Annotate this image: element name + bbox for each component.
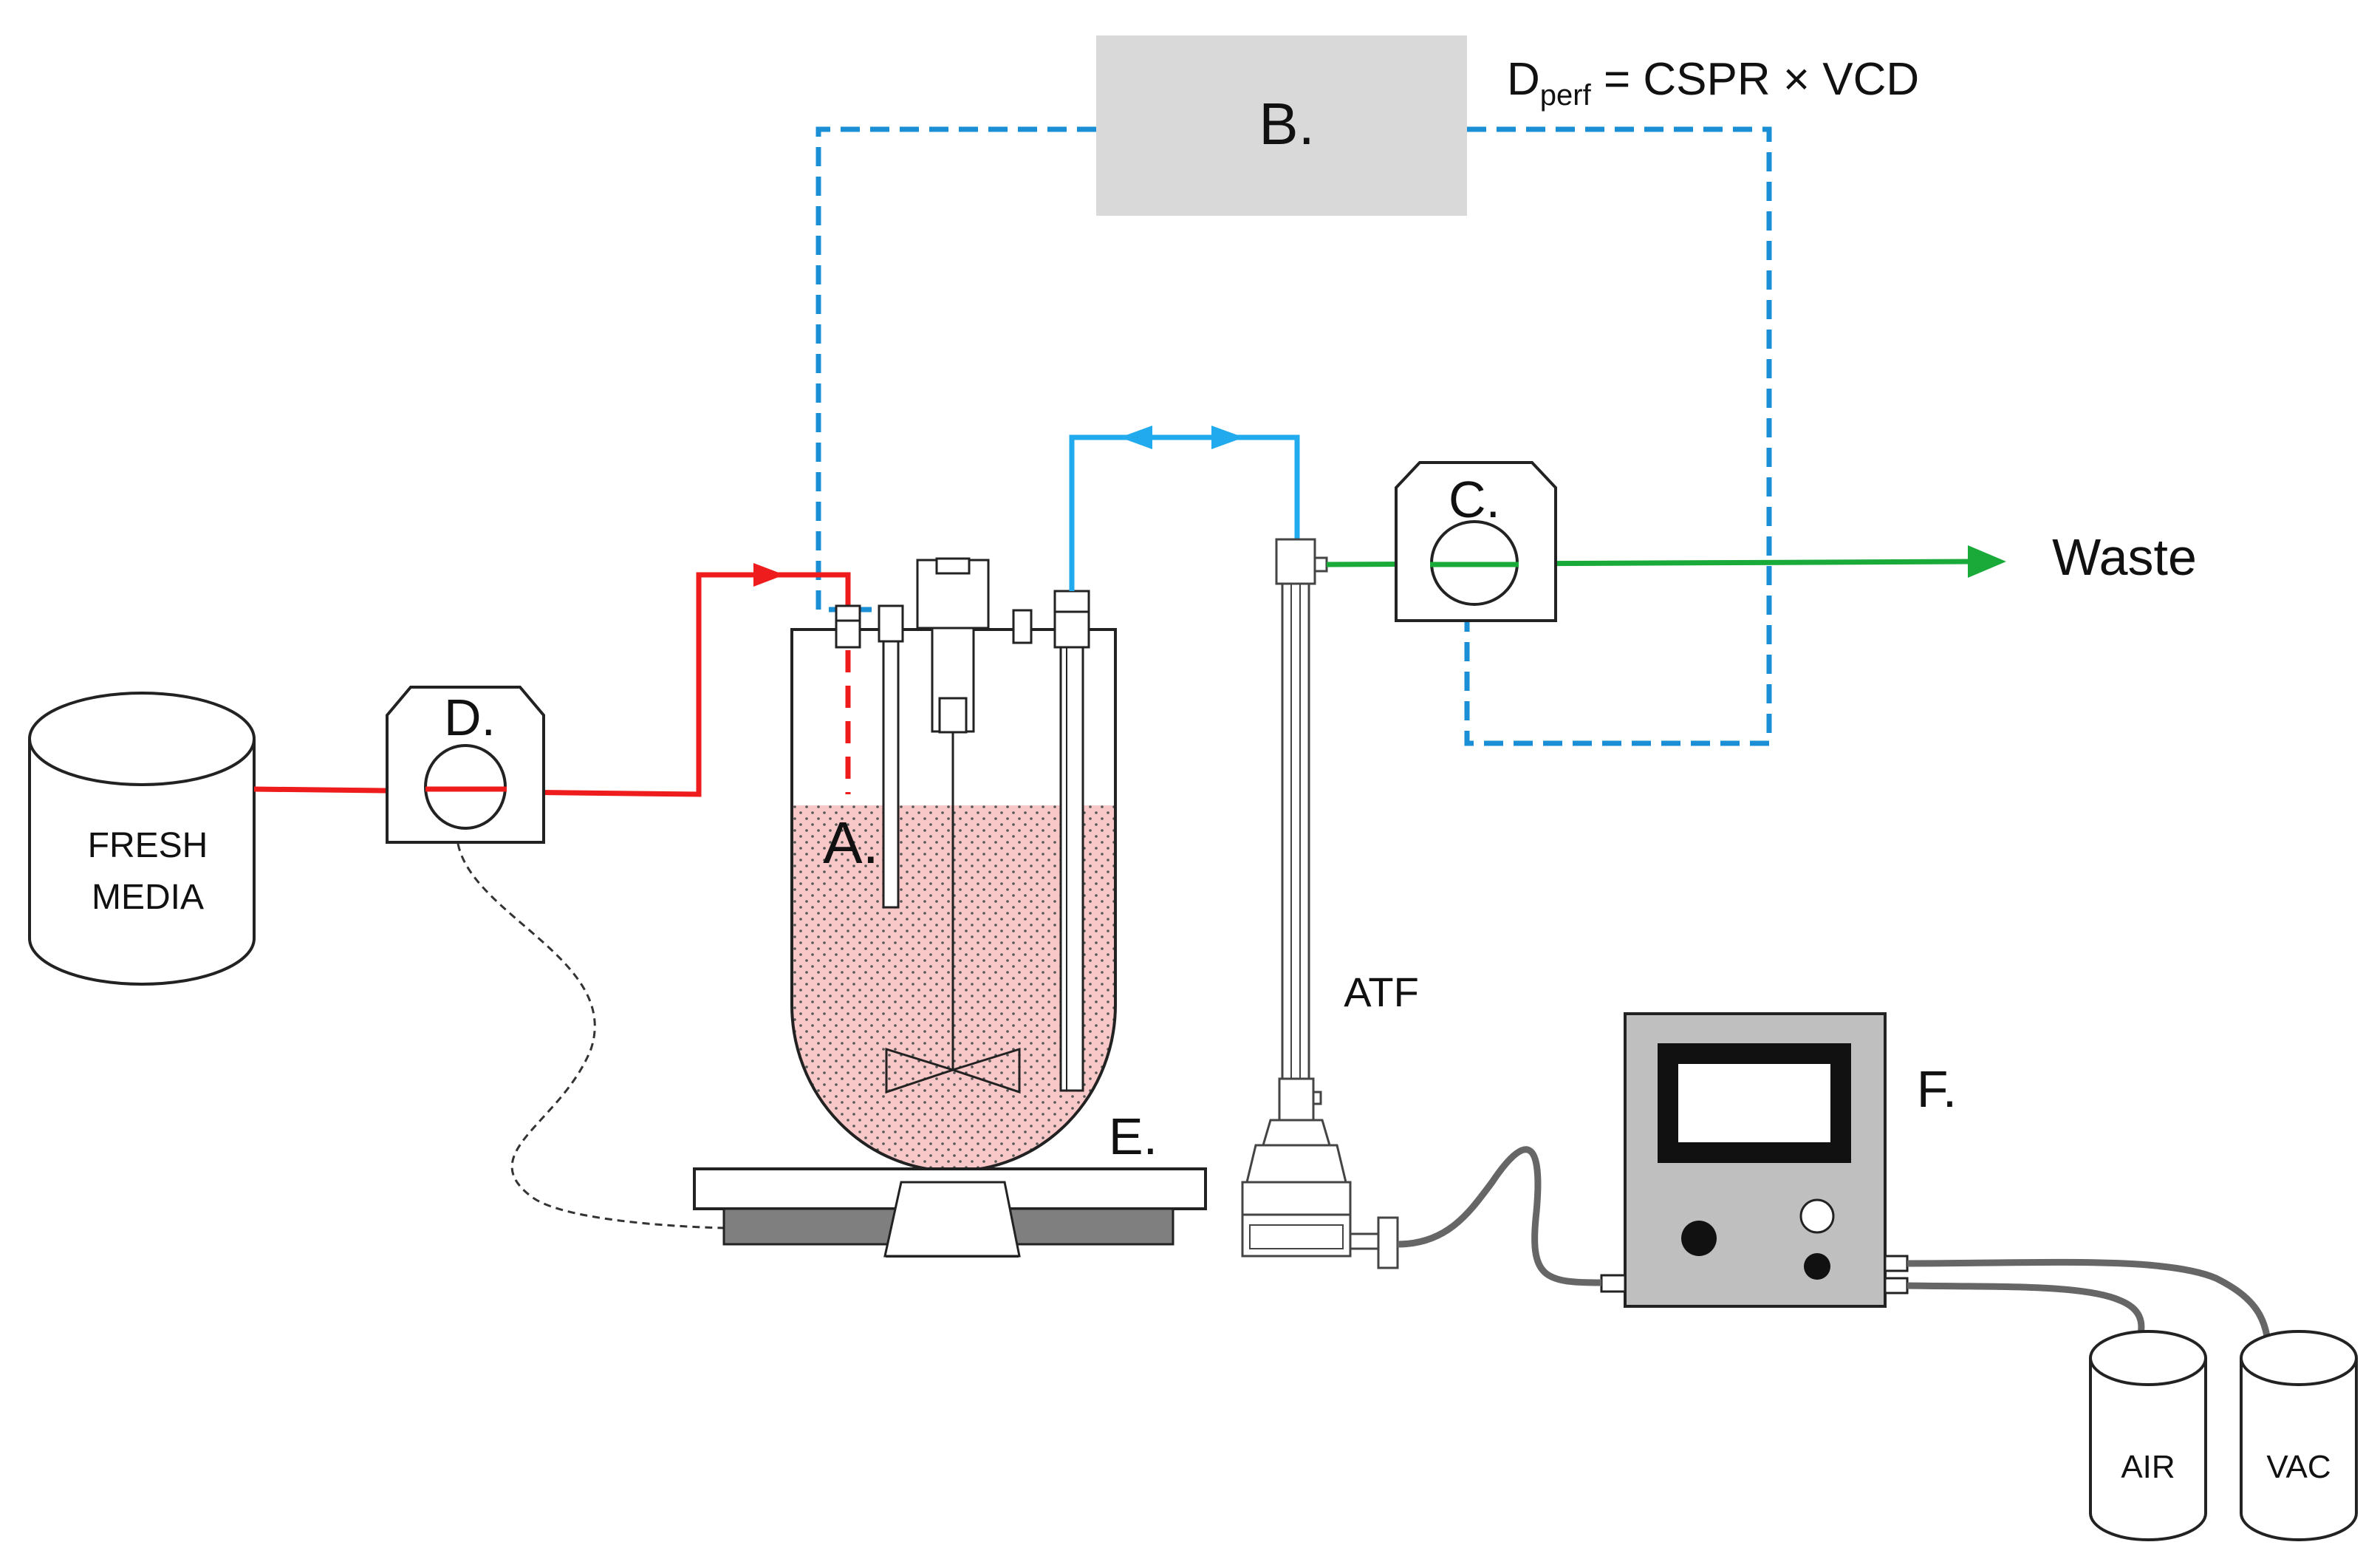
- controller-label: B.: [1259, 91, 1315, 157]
- atf-air-hose: [1397, 1146, 1602, 1286]
- control-line-right: [1464, 126, 1772, 746]
- controller-box: [1096, 35, 1467, 216]
- vac-label: VAC: [2266, 1449, 2331, 1485]
- formula-subscript: perf: [1540, 79, 1592, 112]
- formula-rhs: = CSPR × VCD: [1591, 54, 1919, 105]
- formula-d: D: [1507, 54, 1540, 105]
- bleed-pump-label: C.: [1449, 471, 1500, 528]
- vac-tank: VAC: [2240, 1330, 2358, 1541]
- fresh-media-label-line1: FRESH: [88, 826, 208, 865]
- air-tank: AIR: [2089, 1330, 2207, 1541]
- feed-arrow-icon: [753, 563, 784, 587]
- atf-line: [1069, 434, 1300, 591]
- perfusion-rate-formula: Dperf = CSPR × VCD: [1507, 54, 1919, 112]
- waste-arrow-icon: [1968, 545, 2006, 578]
- air-label: AIR: [2121, 1449, 2175, 1485]
- bioreactor-label: A.: [823, 810, 879, 876]
- feed-pump: D.: [386, 686, 545, 844]
- vac-hose: [1907, 1258, 2273, 1366]
- scale-label: E.: [1109, 1108, 1157, 1165]
- bioreactor-vessel: [790, 557, 1117, 1173]
- atf-label: ATF: [1344, 969, 1419, 1015]
- atf-controller-label: F.: [1917, 1060, 1957, 1118]
- scale: [693, 1167, 1207, 1258]
- feed-line: [253, 572, 851, 797]
- atf-arrow-right-icon: [1211, 426, 1244, 449]
- bleed-pump: C.: [1395, 461, 1557, 622]
- fresh-media-label-line2: MEDIA: [92, 878, 204, 917]
- atf-filter: [1241, 538, 1399, 1269]
- atf-controller: [1600, 1012, 1909, 1308]
- control-line-left: [815, 126, 1096, 613]
- scale-signal-cable: [456, 843, 725, 1229]
- atf-arrow-left-icon: [1120, 426, 1152, 449]
- fresh-media-tank: FRESH MEDIA: [28, 692, 256, 986]
- waste-label: Waste: [2052, 528, 2197, 586]
- feed-pump-label: D.: [444, 689, 496, 746]
